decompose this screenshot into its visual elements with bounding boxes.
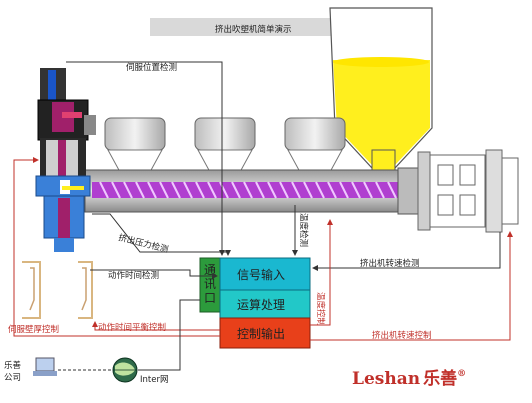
die-head xyxy=(35,68,96,252)
extruder-speed-detect-label: 挤出机转速检测 xyxy=(360,258,420,269)
company-label-line2: 公司 xyxy=(4,373,21,383)
mold-left xyxy=(22,261,41,319)
control-output-label: 控制输出 xyxy=(237,326,285,341)
company-label-line1: 乐善 xyxy=(4,360,22,371)
temperature-control-label: 温度控制 xyxy=(315,292,326,326)
diagram-title: 挤出吹塑机简单演示 xyxy=(215,24,292,35)
internet-label: Inter网 xyxy=(140,375,168,385)
heater-motor-2 xyxy=(194,117,256,173)
comm-port-label-1: 通 xyxy=(204,263,216,277)
comm-port-label-2: 讯 xyxy=(204,277,216,291)
wall-thickness-label: 伺服壁厚控制 xyxy=(8,324,59,335)
heater-motor-1 xyxy=(104,117,166,173)
servo-position-label: 伺服位置检测 xyxy=(126,62,177,73)
action-time-label: 动作时间检测 xyxy=(108,270,159,281)
time-balance-label: 动作时间平衡控制 xyxy=(98,322,166,333)
mold-right xyxy=(78,261,93,319)
company-computer-icon xyxy=(33,357,57,376)
hopper xyxy=(329,7,433,179)
signal-input-label: 信号输入 xyxy=(237,267,285,282)
extruder-barrel xyxy=(84,167,419,215)
temperature-detect-label: 温度检测 xyxy=(298,213,309,247)
internet-globe-icon xyxy=(112,357,138,383)
processing-label: 运算处理 xyxy=(237,297,285,312)
comm-port-label-3: 口 xyxy=(204,291,216,305)
signal-lines xyxy=(13,61,513,371)
extruder-speed-control-label: 挤出机转速控制 xyxy=(372,330,432,341)
heater-motor-3 xyxy=(284,117,346,173)
gearbox xyxy=(417,149,519,233)
controller: 通 讯 口 信号输入 运算处理 控制输出 xyxy=(199,257,311,349)
